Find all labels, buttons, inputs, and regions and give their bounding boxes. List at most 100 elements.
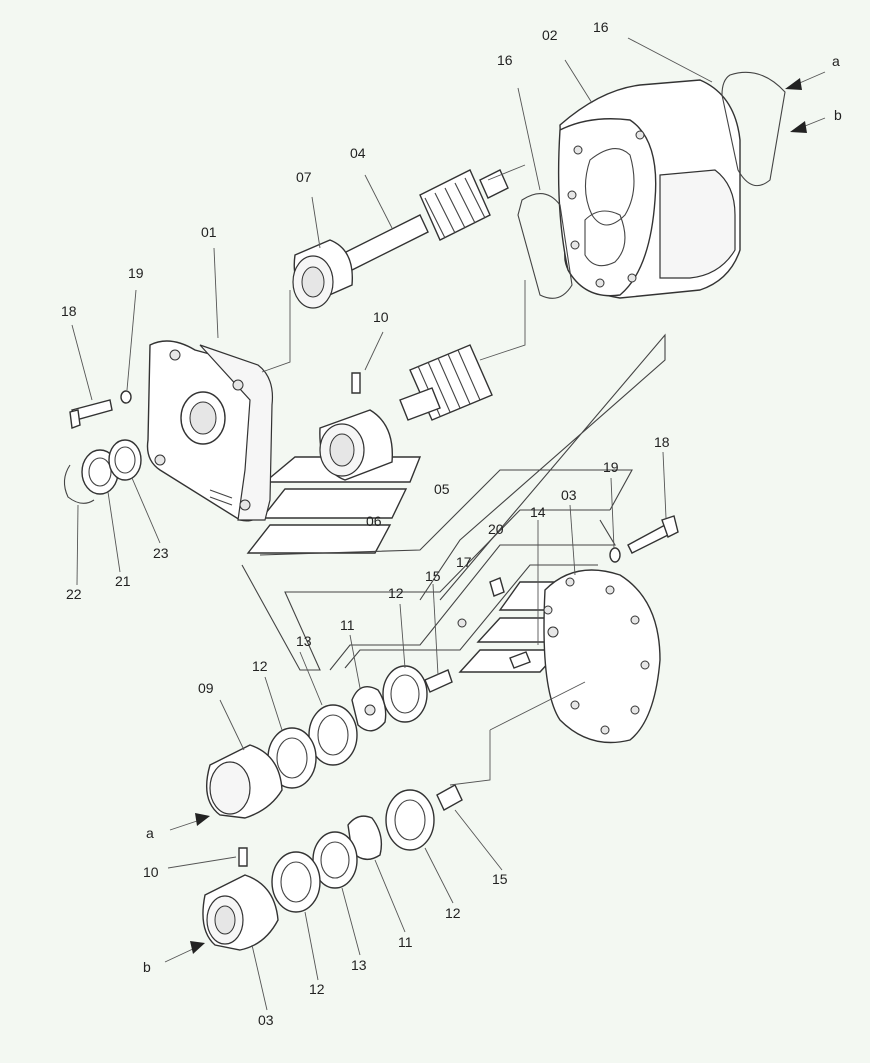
callout-09: 09 — [198, 680, 214, 696]
o-ring-16-right — [721, 71, 786, 187]
cover-bore — [189, 401, 217, 435]
band-line-4 — [329, 519, 616, 671]
callout-04: 04 — [350, 145, 366, 161]
callout-13-mid: 13 — [296, 633, 312, 649]
elbow-bore — [214, 905, 236, 935]
seal-12-lowest — [271, 851, 321, 913]
driven-gear-05 — [399, 344, 493, 421]
bolt-hole — [630, 705, 640, 715]
callout-03-body: 03 — [258, 1012, 274, 1028]
callout-05: 05 — [434, 481, 450, 497]
cover-slot — [209, 489, 233, 506]
callout-07: 07 — [296, 169, 312, 185]
callout-16-left: 16 — [497, 52, 513, 68]
housing-boss — [659, 169, 736, 279]
fitting-09-face — [209, 761, 251, 815]
bolt-hole — [570, 240, 580, 250]
fitting-15-low — [436, 784, 463, 811]
snap-ring-22 — [63, 464, 95, 504]
o-ring-16-left — [517, 193, 573, 299]
cover-side — [199, 344, 274, 521]
washer-19-right — [609, 547, 621, 563]
seal-21-inner — [88, 457, 112, 487]
seal-12-left-inner — [276, 737, 308, 779]
callout-18-right: 18 — [654, 434, 670, 450]
fitting-15-mid — [424, 669, 453, 693]
bolt-head — [69, 409, 81, 429]
bolt-hole — [169, 349, 181, 361]
drive-shaft-04 — [339, 169, 509, 273]
callout-19-right: 19 — [603, 459, 619, 475]
housing-bore-2 — [584, 210, 626, 267]
dowel-10-top — [351, 372, 361, 394]
plate-11-low — [347, 815, 383, 860]
gear-05-shaft — [399, 387, 441, 421]
callout-12-lowest: 12 — [309, 981, 325, 997]
bolt-18-right — [627, 523, 669, 554]
fitting-09 — [206, 744, 283, 819]
bolt-hole — [595, 278, 605, 288]
callout-15-mid: 15 — [425, 568, 441, 584]
pump-cover-01 — [146, 340, 274, 522]
ring-23 — [108, 439, 142, 481]
gear-teeth — [424, 177, 486, 239]
callout-22: 22 — [66, 586, 82, 602]
bolt-hole — [154, 454, 166, 466]
arrow-a-top-icon — [785, 78, 802, 90]
bolt-18-head — [661, 515, 679, 538]
bolt-hole — [600, 725, 610, 735]
arrow-a-bot-icon — [195, 813, 210, 826]
bolt-hole — [570, 700, 580, 710]
bolt-hole — [232, 379, 244, 391]
bushing-bore — [301, 266, 325, 298]
port-hole — [547, 626, 559, 638]
callout-19-left: 19 — [128, 265, 144, 281]
housing-bore-1 — [584, 148, 635, 226]
callout-10-bot: 10 — [143, 864, 159, 880]
pin-20 — [489, 577, 505, 597]
ring-13-low-inner — [320, 841, 350, 879]
seal-12-low-inner — [394, 799, 426, 841]
arrow-b-bot-line — [164, 947, 196, 963]
plate-hole — [364, 704, 376, 716]
arrow-b-bot-label: b — [143, 959, 151, 975]
callout-15-low: 15 — [492, 871, 508, 887]
callout-03-flange: 03 — [561, 487, 577, 503]
arrow-a-top-label: a — [832, 53, 840, 69]
shaft-end — [479, 169, 509, 199]
callout-14: 14 — [530, 504, 546, 520]
bolt-hole — [640, 660, 650, 670]
seal-12-lowest-inner — [280, 861, 312, 903]
callout-21: 21 — [115, 573, 131, 589]
bolt-hole — [567, 190, 577, 200]
bolt-hole — [630, 615, 640, 625]
callout-labels: 02 16 16 04 07 01 19 18 10 05 06 23 21 2… — [61, 19, 842, 1028]
bolt-hole — [635, 130, 645, 140]
bolt-hole — [543, 605, 553, 615]
arrow-b-bot-icon — [190, 941, 205, 954]
elbow-block-03 — [202, 874, 279, 951]
pin-17 — [457, 618, 467, 628]
flow-arrows — [164, 71, 826, 963]
arrow-a-bot-label: a — [146, 825, 154, 841]
callout-20: 20 — [488, 521, 504, 537]
arrow-b-top-icon — [790, 121, 807, 133]
callout-02: 02 — [542, 27, 558, 43]
callout-12-mid: 12 — [388, 585, 404, 601]
callout-12-low: 12 — [445, 905, 461, 921]
bushing-06 — [319, 409, 394, 481]
seal-12-mid-inner — [390, 674, 420, 714]
band-line-5 — [344, 564, 598, 669]
callout-11-mid: 11 — [340, 617, 355, 633]
bushing-07 — [292, 239, 354, 309]
arrow-a-bot-line — [169, 819, 201, 831]
dowel-10-bot — [238, 847, 248, 867]
callout-10-top: 10 — [373, 309, 389, 325]
callout-16-right: 16 — [593, 19, 609, 35]
callout-01: 01 — [201, 224, 217, 240]
arrow-b-top-label: b — [834, 107, 842, 123]
bolt-hole — [605, 585, 615, 595]
callout-17: 17 — [456, 554, 472, 570]
bushing-06-bore — [329, 433, 355, 467]
